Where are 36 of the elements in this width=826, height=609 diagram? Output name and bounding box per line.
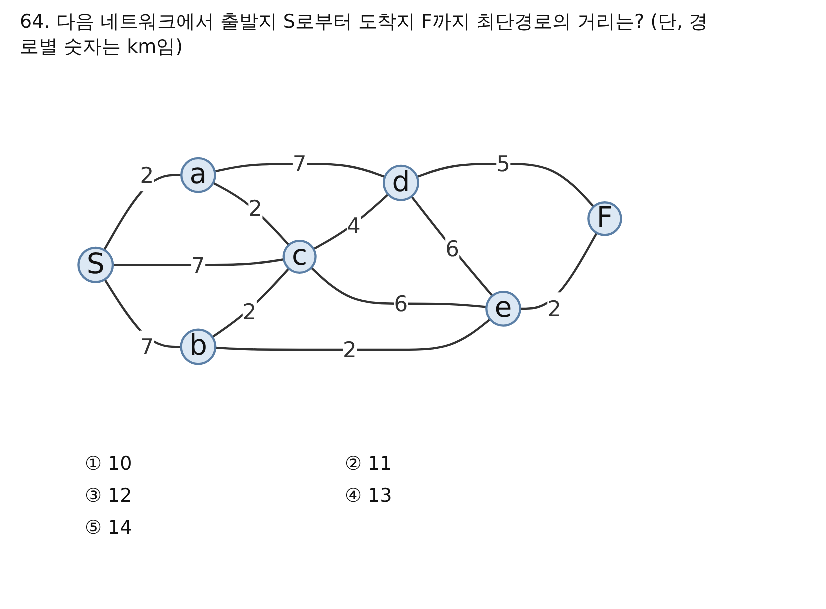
node-circle: a (180, 158, 216, 194)
edge-label: 6 (446, 236, 460, 262)
question-title: 64. 다음 네트워크에서 출발지 S로부터 도착지 F까지 최단경로의 거리는? (단, 경로별 숫자는 km임) (20, 10, 710, 60)
connector (410, 196, 494, 298)
edge-label: 2 (548, 296, 562, 322)
connector (313, 194, 390, 251)
answer-choice: ③ 12 (85, 485, 134, 508)
connector (214, 163, 386, 179)
answer-choice: ① 10 (85, 453, 134, 476)
connector (113, 258, 284, 267)
edge-label: 5 (496, 151, 510, 178)
connector (212, 268, 290, 339)
connector (216, 319, 492, 352)
node-circle: F (588, 202, 622, 237)
connector (103, 174, 182, 252)
edge-label: 6 (394, 291, 408, 318)
edge-label: 4 (346, 213, 361, 240)
edge-label: 7 (140, 334, 154, 360)
answer-choice: ④ 13 (345, 485, 394, 508)
node-circle: c (282, 240, 317, 274)
connector (212, 182, 290, 246)
edge-label: 7 (192, 252, 206, 279)
node-circle: S (78, 247, 114, 284)
answer-choice: ⑤ 14 (85, 517, 134, 540)
node-circle: e (486, 291, 522, 328)
answer-choice: ② 11 (345, 453, 394, 476)
edge-label: 2 (242, 299, 257, 326)
node-circle: b (180, 329, 217, 366)
node-circle: d (382, 165, 420, 202)
edge-label: 2 (140, 162, 154, 189)
edge-label: 2 (342, 337, 357, 364)
edge-label: 7 (292, 151, 307, 178)
connector (310, 267, 487, 309)
connector (520, 232, 598, 310)
edge-label: 2 (248, 196, 262, 222)
connector (416, 163, 595, 208)
